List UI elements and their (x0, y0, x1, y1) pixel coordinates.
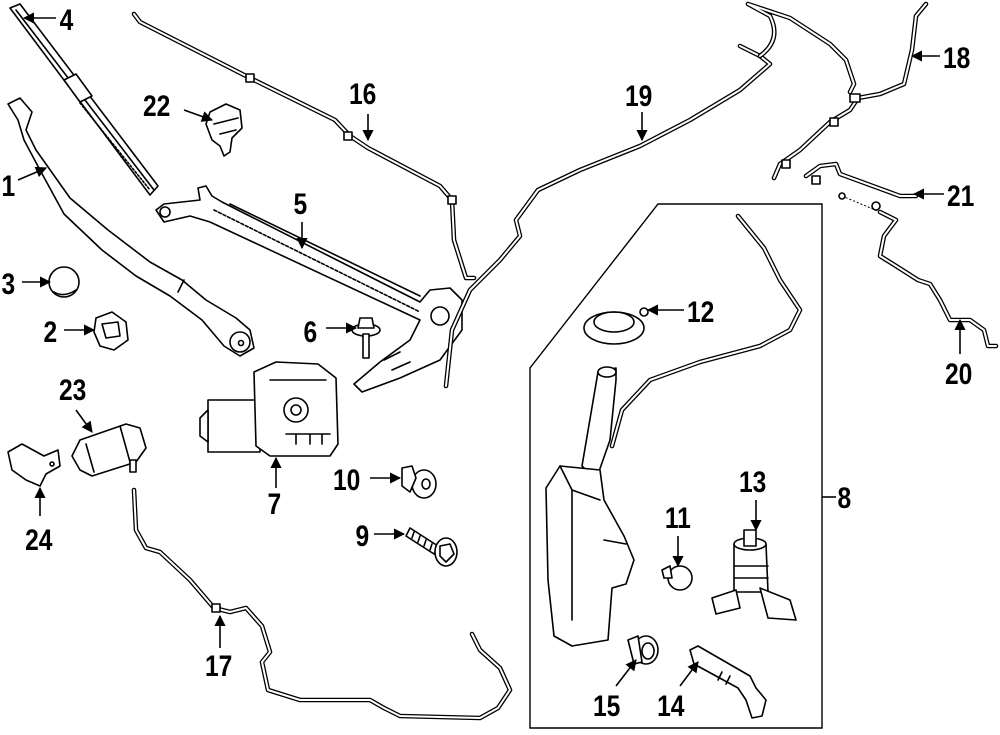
callout-8: 8 (838, 481, 852, 515)
callout-14: 14 (657, 689, 685, 723)
callout-4: 4 (60, 3, 74, 37)
callout-16: 16 (349, 77, 376, 111)
washer-nozzle-part[interactable] (205, 103, 243, 157)
headlamp-washer-cover-part[interactable] (7, 443, 61, 487)
callout-12: 12 (687, 295, 714, 329)
callout-5: 5 (294, 187, 308, 221)
leader-lines (17, 12, 966, 687)
washer-hose-long-part[interactable] (443, 1, 857, 389)
callout-9: 9 (356, 519, 370, 553)
callout-21: 21 (947, 179, 974, 213)
callout-7: 7 (268, 487, 282, 521)
wiper-linkage-part[interactable] (155, 185, 463, 393)
callout-3: 3 (2, 267, 16, 301)
wiper-arm-part[interactable] (7, 97, 255, 357)
reservoir-assembly-frame (529, 203, 823, 729)
callout-19: 19 (625, 79, 652, 113)
callout-18: 18 (943, 41, 970, 75)
nut-cap-part[interactable] (48, 266, 80, 298)
sensor-grommet-part[interactable] (627, 635, 659, 665)
washer-hose-rear-lower-part[interactable] (838, 192, 999, 349)
callout-labels: 4 1 22 16 5 19 18 21 3 2 6 12 20 23 7 10… (2, 3, 975, 723)
washer-hose-lower-part[interactable] (131, 487, 513, 721)
washer-pump-part[interactable] (711, 529, 797, 621)
washer-hose-upper-part[interactable] (131, 11, 477, 281)
callout-24: 24 (25, 523, 53, 557)
callout-22: 22 (143, 89, 170, 123)
reservoir-grommet-nut-part[interactable] (401, 465, 437, 499)
callout-17: 17 (205, 649, 232, 683)
arm-nut-part[interactable] (93, 311, 129, 351)
rear-washer-hose-part[interactable] (771, 1, 929, 181)
linkage-bolt-part[interactable] (351, 317, 381, 359)
reservoir-bolt-part[interactable] (405, 527, 458, 567)
headlamp-washer-actuator-part[interactable] (71, 423, 147, 477)
callout-11: 11 (665, 501, 691, 535)
washer-reservoir-part[interactable] (545, 213, 803, 647)
hose-connector-part[interactable] (803, 161, 919, 199)
callout-13: 13 (739, 465, 766, 499)
wiper-blade-part[interactable] (9, 3, 159, 196)
wiper-motor-part[interactable] (199, 361, 339, 457)
callout-6: 6 (304, 315, 318, 349)
callout-1: 1 (2, 169, 16, 203)
callout-20: 20 (945, 357, 972, 391)
level-sensor-part[interactable] (689, 645, 767, 719)
callout-10: 10 (333, 463, 360, 497)
pump-grommet-part[interactable] (661, 565, 693, 591)
callout-2: 2 (44, 315, 58, 349)
callout-15: 15 (593, 689, 620, 723)
filler-cap-part[interactable] (583, 307, 649, 345)
callout-23: 23 (59, 373, 86, 407)
